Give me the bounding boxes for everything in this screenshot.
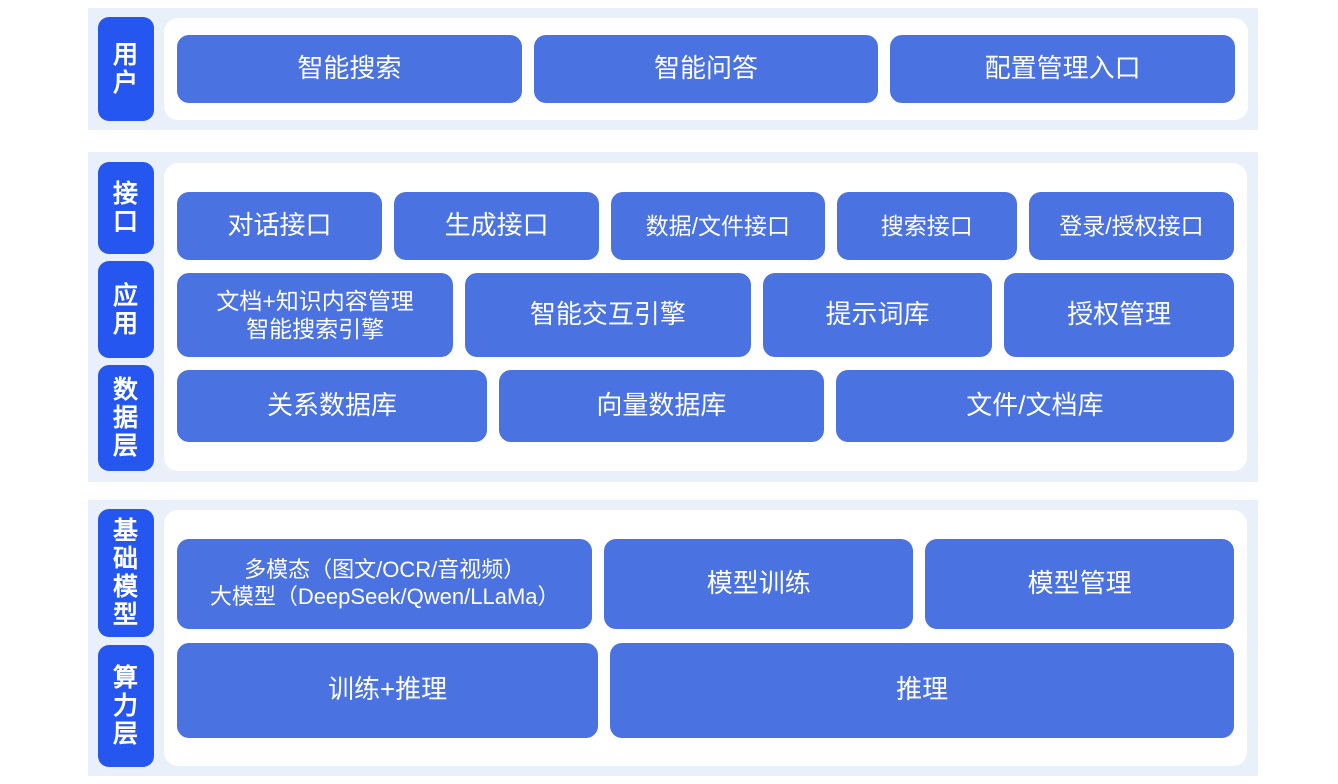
node-intelligent-qa[interactable]: 智能问答 xyxy=(533,35,879,103)
node-vector-database[interactable]: 向量数据库 xyxy=(499,370,824,442)
panel-middle: 对话接口 生成接口 数据/文件接口 搜索接口 登录/授权接口 文档+知识内容管理… xyxy=(164,163,1247,471)
node-search-interface[interactable]: 搜索接口 xyxy=(836,192,1017,260)
node-training-plus-inference[interactable]: 训练+推理 xyxy=(177,642,599,738)
row-user-entries: 智能搜索 智能问答 配置管理入口 xyxy=(177,35,1236,103)
node-dialog-interface[interactable]: 对话接口 xyxy=(177,192,383,260)
layer-tab-foundation-model-label: 基础模型 xyxy=(112,517,139,629)
node-prompt-library[interactable]: 提示词库 xyxy=(762,273,993,357)
panel-user: 智能搜索 智能问答 配置管理入口 xyxy=(164,18,1248,120)
layer-tab-compute-label: 算力层 xyxy=(112,664,139,748)
node-model-management[interactable]: 模型管理 xyxy=(925,538,1235,629)
layer-tab-user-label: 用户 xyxy=(112,41,139,97)
layer-tab-application-label: 应用 xyxy=(112,281,139,338)
node-file-document-store[interactable]: 文件/文档库 xyxy=(835,370,1234,442)
layer-tab-application[interactable]: 应用 xyxy=(98,261,154,358)
node-config-management-entry[interactable]: 配置管理入口 xyxy=(890,35,1236,103)
layer-tab-data[interactable]: 数据层 xyxy=(98,365,154,471)
row-interface: 对话接口 生成接口 数据/文件接口 搜索接口 登录/授权接口 xyxy=(177,192,1235,260)
node-multimodal-large-model[interactable]: 多模态（图文/OCR/音视频） 大模型（DeepSeek/Qwen/LLaMa） xyxy=(177,538,593,629)
layer-label-column-base: 基础模型 算力层 xyxy=(88,500,164,776)
section-base: 基础模型 算力层 多模态（图文/OCR/音视频） 大模型（DeepSeek/Qw… xyxy=(88,500,1258,776)
row-foundation-model: 多模态（图文/OCR/音视频） 大模型（DeepSeek/Qwen/LLaMa）… xyxy=(177,538,1235,629)
node-authorization-management[interactable]: 授权管理 xyxy=(1004,273,1235,357)
layer-tab-interface-label: 接口 xyxy=(112,180,139,236)
node-inference[interactable]: 推理 xyxy=(610,642,1234,738)
node-intelligent-search[interactable]: 智能搜索 xyxy=(177,35,522,103)
layer-tab-compute[interactable]: 算力层 xyxy=(98,645,154,767)
row-application: 文档+知识内容管理 智能搜索引擎 智能交互引擎 提示词库 授权管理 xyxy=(177,273,1235,357)
layer-label-column-middle: 接口 应用 数据层 xyxy=(88,152,164,482)
row-data: 关系数据库 向量数据库 文件/文档库 xyxy=(177,370,1234,442)
layer-tab-user[interactable]: 用户 xyxy=(98,17,154,121)
layer-tab-data-label: 数据层 xyxy=(112,376,139,460)
row-compute: 训练+推理 推理 xyxy=(177,642,1234,738)
node-login-auth-interface[interactable]: 登录/授权接口 xyxy=(1028,192,1235,260)
node-data-file-interface[interactable]: 数据/文件接口 xyxy=(611,192,825,260)
layer-label-column-user: 用户 xyxy=(88,8,164,130)
panel-base: 多模态（图文/OCR/音视频） 大模型（DeepSeek/Qwen/LLaMa）… xyxy=(164,510,1247,766)
node-model-training[interactable]: 模型训练 xyxy=(604,538,914,629)
section-user: 用户 智能搜索 智能问答 配置管理入口 xyxy=(88,8,1258,130)
layer-tab-interface[interactable]: 接口 xyxy=(98,162,154,254)
node-relational-database[interactable]: 关系数据库 xyxy=(177,370,488,442)
node-interaction-engine[interactable]: 智能交互引擎 xyxy=(465,273,751,357)
layer-tab-foundation-model[interactable]: 基础模型 xyxy=(98,509,154,637)
section-middle: 接口 应用 数据层 对话接口 生成接口 数据/文件接口 搜索接口 登录/授权接口… xyxy=(88,152,1258,482)
node-generation-interface[interactable]: 生成接口 xyxy=(394,192,600,260)
node-doc-knowledge-search-engine[interactable]: 文档+知识内容管理 智能搜索引擎 xyxy=(177,273,454,357)
